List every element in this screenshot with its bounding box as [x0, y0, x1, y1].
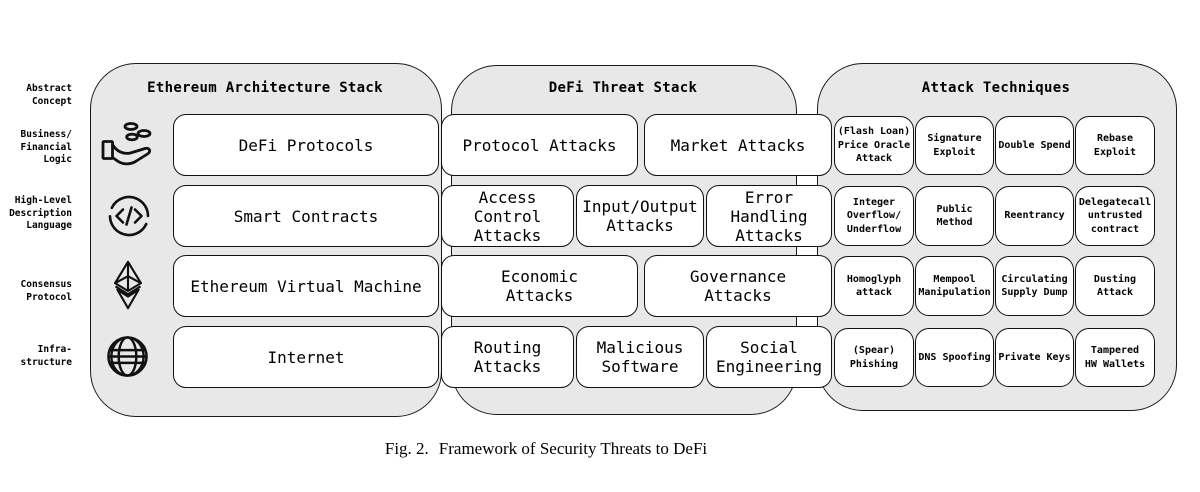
threat-input-output: Input/Output Attacks — [576, 185, 704, 247]
row-label-consensus: Consensus Protocol — [20, 279, 72, 303]
threat-market-attacks: Market Attacks — [644, 114, 832, 176]
tech-delegatecall: Delegatecall untrusted contract — [1075, 186, 1155, 246]
threat-routing-attacks: Routing Attacks — [441, 326, 574, 388]
tech-signature-exploit: Signature Exploit — [915, 116, 994, 175]
figure-title: Framework of Security Threats to DeFi — [438, 439, 708, 458]
row-label-business-logic: Business/ Financial Logic — [20, 129, 72, 165]
threat-social-engineering: Social Engineering — [706, 326, 832, 388]
threat-governance-attacks: Governance Attacks — [644, 255, 832, 317]
ethereum-icon — [110, 260, 146, 310]
architecture-header: Ethereum Architecture Stack — [147, 80, 383, 96]
row-label-infrastructure: Infra- structure — [20, 344, 72, 368]
tech-tampered-hw-wallets: Tampered HW Wallets — [1075, 328, 1155, 387]
layer-smart-contracts: Smart Contracts — [173, 185, 439, 247]
figure-number: Fig. 2. — [384, 439, 429, 458]
hand-coins-icon — [101, 120, 157, 170]
tech-public-method: Public Method — [915, 186, 994, 246]
threat-access-control: Access Control Attacks — [441, 185, 574, 247]
tech-double-spend: Double Spend — [995, 116, 1074, 175]
code-icon — [106, 193, 152, 239]
row-label-abstract-concept: Abstract Concept — [26, 83, 72, 107]
threat-economic-attacks: Economic Attacks — [441, 255, 638, 317]
tech-integer-overflow: Integer Overflow/ Underflow — [834, 186, 914, 246]
tech-rebase-exploit: Rebase Exploit — [1075, 116, 1155, 175]
row-label-high-level-lang: High-Level Description Language — [9, 195, 72, 231]
tech-homoglyph-attack: Homoglyph attack — [834, 256, 914, 316]
tech-dns-spoofing: DNS Spoofing — [915, 328, 994, 387]
threat-malicious-software: Malicious Software — [576, 326, 704, 388]
tech-reentrancy: Reentrancy — [995, 186, 1074, 246]
tech-circulating-supply: Circulating Supply Dump — [995, 256, 1074, 316]
threat-error-handling: Error Handling Attacks — [706, 185, 832, 247]
layer-internet: Internet — [173, 326, 439, 388]
techniques-header: Attack Techniques — [921, 80, 1071, 96]
tech-dusting-attack: Dusting Attack — [1075, 256, 1155, 316]
tech-private-keys: Private Keys — [995, 328, 1074, 387]
tech-mempool-manipulation: Mempool Manipulation — [915, 256, 994, 316]
layer-defi-protocols: DeFi Protocols — [173, 114, 439, 176]
threat-stack-header: DeFi Threat Stack — [548, 80, 698, 96]
tech-flash-loan-oracle: (Flash Loan) Price Oracle Attack — [834, 116, 914, 175]
globe-icon — [105, 334, 150, 379]
tech-spear-phishing: (Spear) Phishing — [834, 328, 914, 387]
figure-caption: Fig. 2. Framework of Security Threats to … — [0, 439, 1092, 459]
layer-evm: Ethereum Virtual Machine — [173, 255, 439, 317]
threat-protocol-attacks: Protocol Attacks — [441, 114, 638, 176]
